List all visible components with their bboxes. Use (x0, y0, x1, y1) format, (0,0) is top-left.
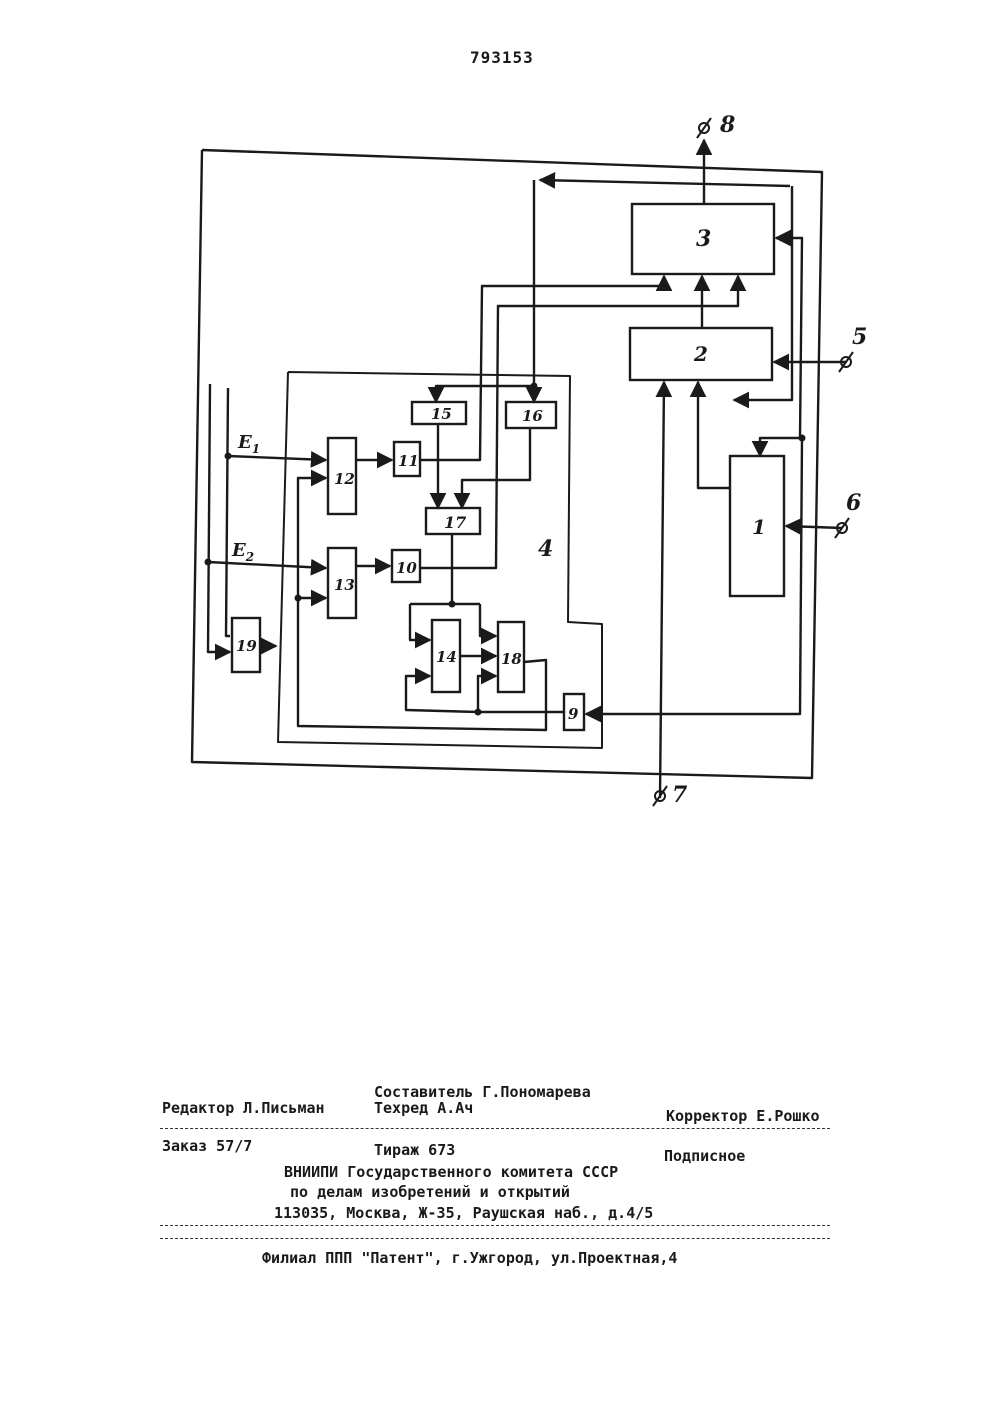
label-block-15: 15 (431, 405, 452, 423)
label-group-4: 4 (538, 536, 553, 562)
label-block-11: 11 (398, 452, 419, 470)
label-block-18: 18 (501, 650, 522, 668)
label-input-e2: E2 (231, 540, 254, 564)
label-block-13: 13 (334, 576, 355, 594)
label-block-19: 19 (236, 637, 257, 655)
label-terminal-7: 7 (672, 782, 688, 808)
branch-line: Филиал ППП "Патент", г.Ужгород, ул.Проек… (262, 1249, 677, 1267)
order-line: Заказ 57/7 (162, 1137, 252, 1155)
label-block-12: 12 (334, 470, 355, 488)
techred-line: Техред А.Ач (374, 1099, 473, 1117)
circulation-line: Тираж 673 (374, 1141, 455, 1159)
label-block-17: 17 (444, 513, 466, 532)
label-block-9: 9 (568, 705, 579, 723)
label-terminal-6: 6 (846, 490, 861, 516)
label-block-16: 16 (522, 407, 543, 425)
rule-1 (160, 1128, 830, 1129)
block-diagram: 3 2 1 15 16 12 11 17 13 10 14 18 19 9 8 … (0, 0, 1000, 840)
org-line-2: по делам изобретений и открытий (290, 1183, 570, 1201)
rule-2 (160, 1225, 830, 1226)
subscription-line: Подписное (664, 1147, 745, 1165)
label-block-2: 2 (693, 342, 708, 366)
label-block-14: 14 (436, 648, 457, 666)
label-block-10: 10 (396, 559, 417, 577)
corrector-line: Корректор Е.Рошко (666, 1107, 820, 1125)
org-line-3: 113035, Москва, Ж-35, Раушская наб., д.4… (274, 1204, 653, 1222)
label-input-e1: E1 (237, 432, 260, 456)
label-block-1: 1 (752, 515, 766, 539)
rule-3 (160, 1238, 830, 1239)
org-line-1: ВНИИПИ Государственного комитета СССР (284, 1163, 618, 1181)
label-terminal-5: 5 (852, 324, 867, 350)
label-terminal-8: 8 (719, 112, 735, 138)
label-block-3: 3 (696, 226, 711, 252)
editor-line: Редактор Л.Письман (162, 1099, 325, 1117)
